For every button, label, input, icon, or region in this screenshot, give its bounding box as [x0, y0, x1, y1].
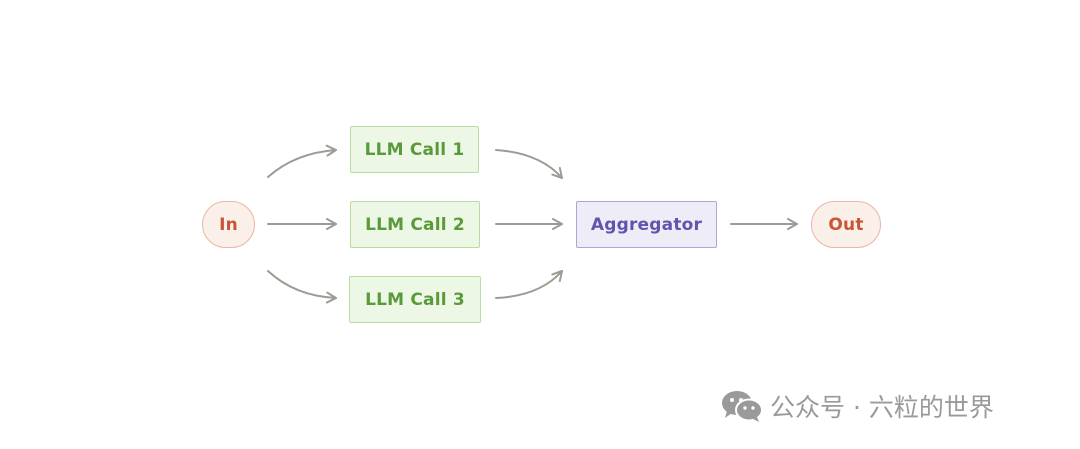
llm-call-3-label: LLM Call 3 — [365, 289, 465, 310]
llm-call-2-node: LLM Call 2 — [350, 201, 480, 248]
arrow-in-to-call-3 — [267, 270, 337, 304]
arrow-call-3-to-aggregator — [495, 270, 563, 299]
aggregator-node: Aggregator — [576, 201, 717, 248]
arrow-in-to-call-1 — [267, 144, 337, 178]
output-node-label: Out — [828, 214, 864, 235]
input-node: In — [202, 201, 255, 248]
wechat-logo-icon — [722, 391, 763, 422]
output-node: Out — [811, 201, 881, 248]
arrow-call-1-to-aggregator — [495, 149, 563, 179]
llm-call-1-label: LLM Call 1 — [364, 139, 465, 160]
input-node-label: In — [219, 214, 238, 235]
llm-call-2-label: LLM Call 2 — [365, 214, 465, 235]
llm-call-1-node: LLM Call 1 — [350, 126, 479, 173]
llm-call-3-node: LLM Call 3 — [349, 276, 481, 323]
watermark-text: 公众号 · 六粒的世界 — [770, 393, 994, 422]
aggregator-label: Aggregator — [590, 214, 703, 235]
watermark: 公众号 · 六粒的世界 — [720, 388, 994, 424]
